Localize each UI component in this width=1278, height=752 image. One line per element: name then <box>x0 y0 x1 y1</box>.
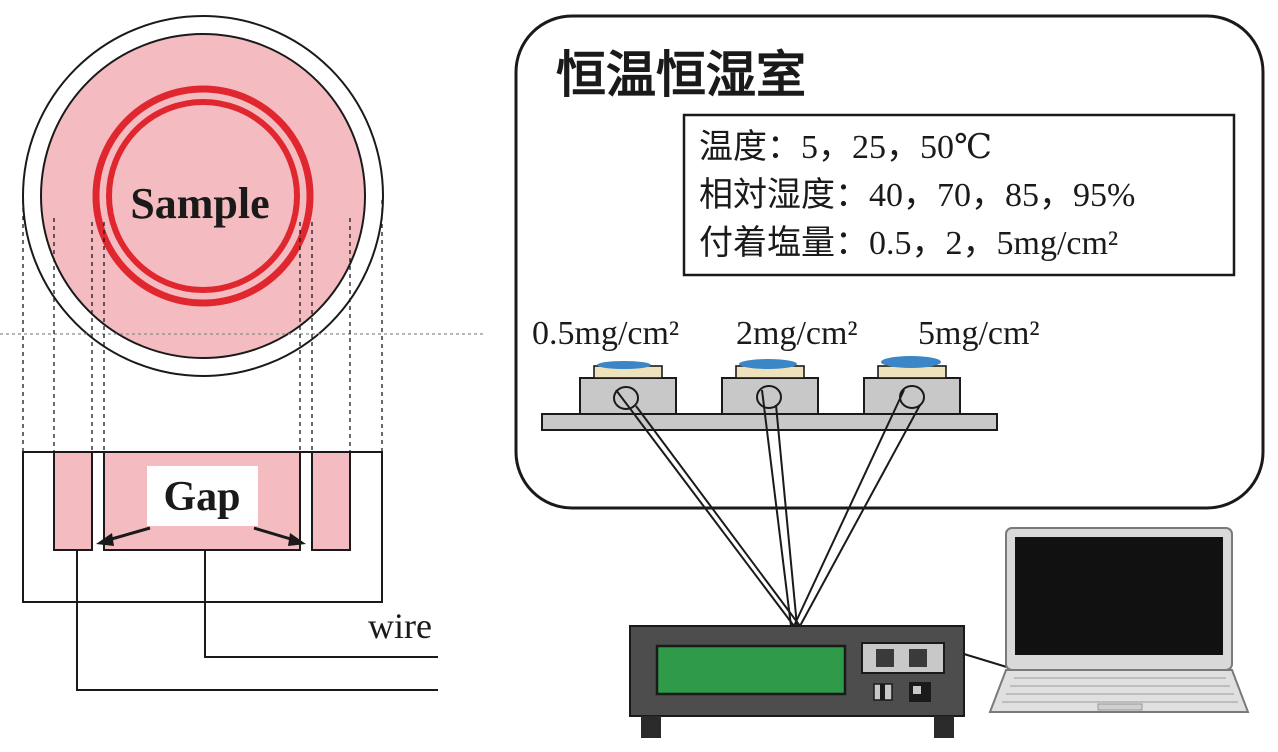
inner-electrode-ring <box>106 99 300 293</box>
conditions-box <box>682 113 1236 277</box>
condition-humidity: 相対湿度：40，70，85，95% <box>699 176 1135 214</box>
right-ring-electrode-section <box>311 451 351 551</box>
wire-ring <box>76 550 438 691</box>
gap-label: Gap <box>163 474 240 520</box>
gap-arrowhead-right <box>288 533 306 546</box>
condition-temperature: 温度：5，25，50℃ <box>699 128 992 166</box>
sample-label: Sample <box>130 179 269 228</box>
outer-electrode-ring <box>92 85 314 307</box>
gap-arrow-right <box>253 526 295 542</box>
left-ring-electrode-section <box>53 451 93 551</box>
sample-shelf <box>541 413 998 431</box>
sensor-unit-1 <box>579 361 677 415</box>
condition-salt: 付着塩量：0.5，2，5mg/cm² <box>699 224 1118 262</box>
gap-label-background <box>147 466 258 526</box>
laptop-screen <box>1015 537 1223 655</box>
chamber-title: 恒温恒湿室 <box>556 46 806 104</box>
projection-lines <box>22 200 383 452</box>
sample-label-3: 5mg/cm² <box>918 315 1040 352</box>
sample-label-2: 2mg/cm² <box>736 315 858 352</box>
salt-deposit-1 <box>597 361 651 369</box>
data-logger-icon <box>629 625 965 738</box>
sensor-cross-section: Gap wire <box>22 451 438 691</box>
sample-disc <box>40 33 366 359</box>
logger-display <box>655 644 847 696</box>
sensor-unit-3 <box>863 356 961 415</box>
wire-label: wire <box>368 606 432 646</box>
chamber: 恒温恒湿室 温度：5，25，50℃ 相対湿度：40，70，85，95% 付着塩量… <box>514 14 1265 510</box>
sample-label-1: 0.5mg/cm² <box>532 315 679 352</box>
sensor-unit-2 <box>721 359 819 415</box>
wire-center <box>204 550 438 658</box>
salt-deposit-2 <box>739 359 797 369</box>
salt-deposit-3 <box>881 356 941 368</box>
sensor-cables <box>615 389 921 627</box>
gap-arrowhead-left <box>96 533 114 546</box>
gap-arrow-left <box>107 526 151 542</box>
sensor-top-view: Sample <box>22 15 384 377</box>
laptop-cable <box>963 653 1011 669</box>
laptop-icon <box>988 527 1250 713</box>
